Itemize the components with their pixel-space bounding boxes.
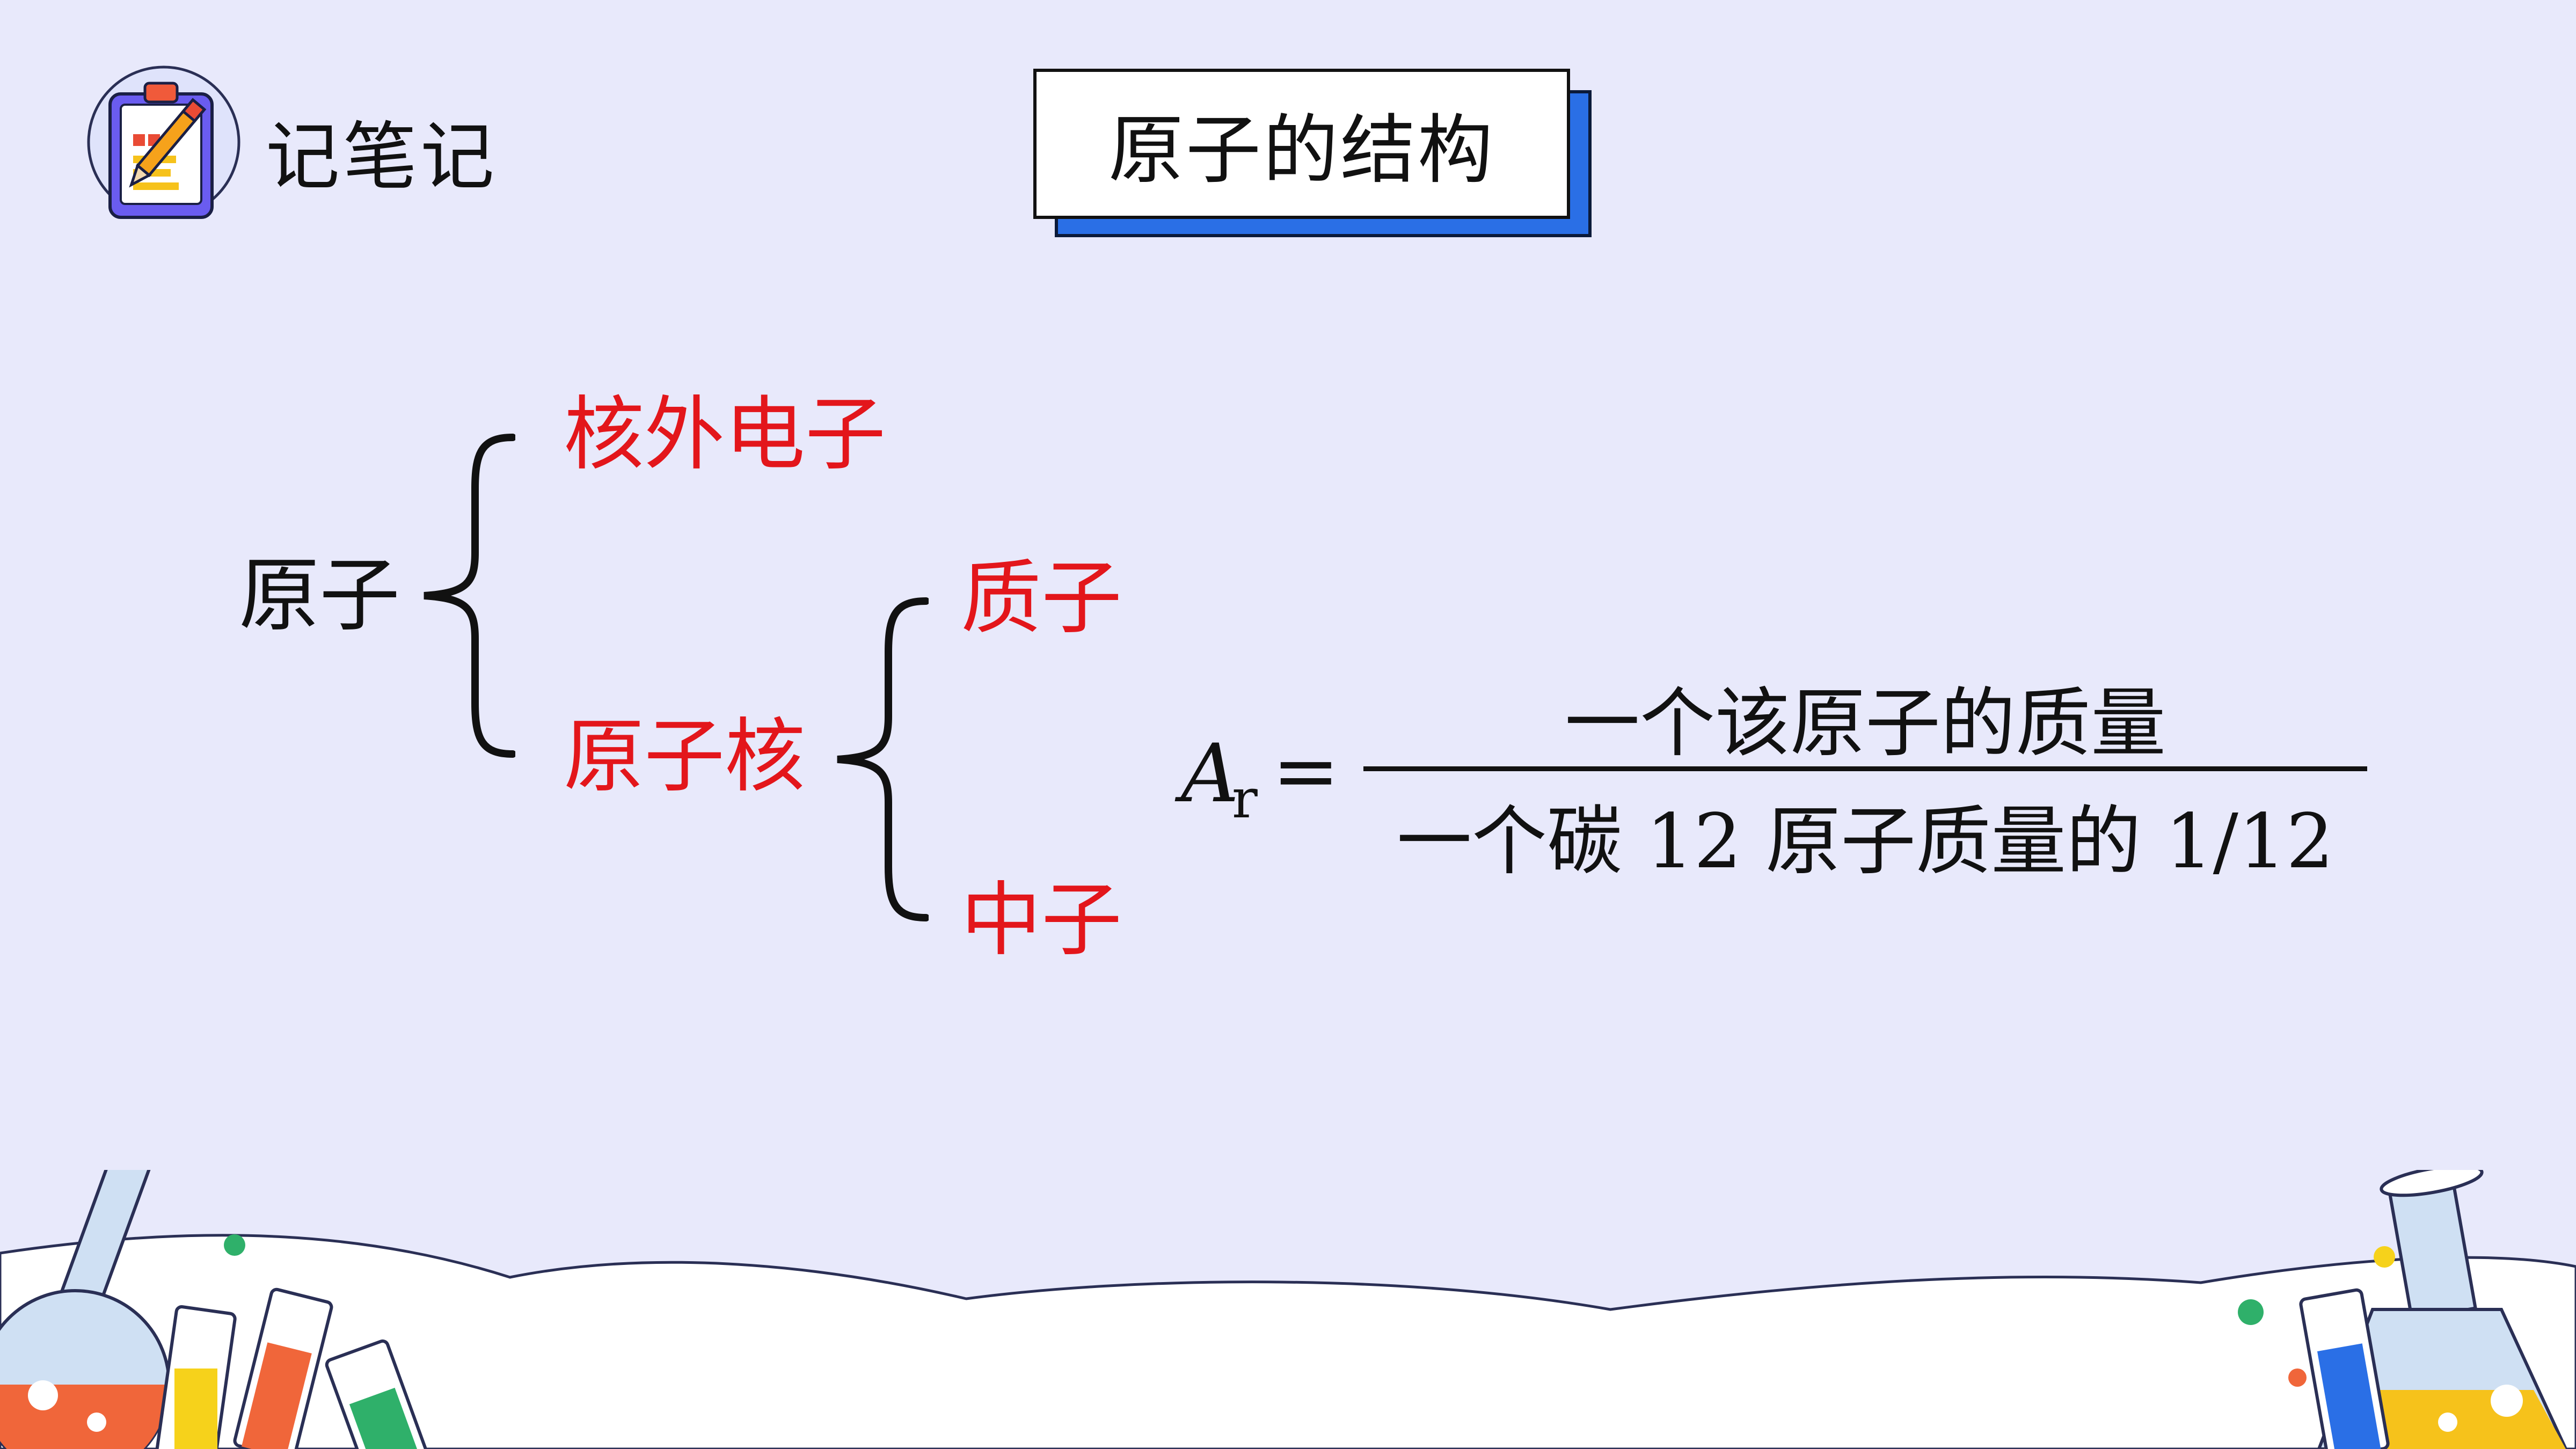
diagram-neutrons: 中子 (961, 874, 1122, 967)
brace-nucleus (837, 597, 929, 921)
formula-equals: = (1272, 724, 1340, 818)
formula-symbol: A (1181, 727, 1239, 821)
lab-flasks-right-icon (2238, 1170, 2568, 1449)
formula-denominator: 一个碳 12 原子质量的 1/12 (1396, 798, 2334, 885)
diagram-electrons: 核外电子 (564, 388, 886, 481)
page-title: 原子的结构 (1108, 107, 1495, 194)
diagram-nucleus: 原子核 (564, 710, 806, 803)
diagram-protons: 质子 (961, 552, 1122, 645)
brace-atom (424, 434, 515, 758)
fraction-bar (1363, 766, 2367, 771)
bottom-decoration (0, 1170, 2576, 1449)
diagram-root-atom: 原子 (239, 549, 400, 642)
formula-numerator: 一个该原子的质量 (1564, 680, 2166, 767)
title-frame: 原子的结构 (1033, 69, 1570, 219)
lab-flasks-left-icon (0, 1170, 428, 1449)
note-label: 记笔记 (266, 114, 498, 200)
clipboard-pencil-icon (87, 65, 240, 219)
formula-subscript: r (1232, 767, 1258, 830)
